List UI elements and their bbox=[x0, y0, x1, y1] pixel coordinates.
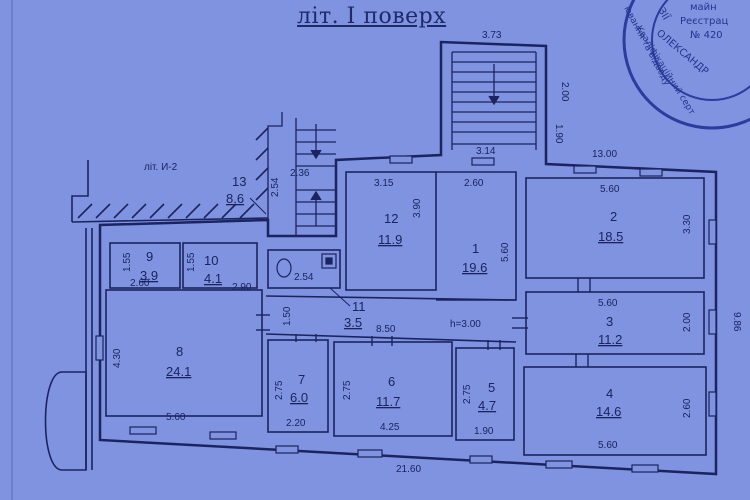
stamp-line-4: ЗІЇ bbox=[655, 5, 672, 22]
dim-stair-top: 3.73 bbox=[482, 30, 502, 41]
dim-room1-top: 2.60 bbox=[464, 178, 484, 189]
dim-room1-height: 5.60 bbox=[500, 242, 511, 262]
wc-fixtures bbox=[276, 253, 337, 278]
dim-stair-low: 1.90 bbox=[553, 124, 564, 144]
room-12-number: 12 bbox=[384, 211, 398, 226]
dim-ceiling-height: h=3.00 bbox=[450, 319, 481, 330]
room-3-area: 11.2 bbox=[598, 332, 622, 347]
dim-room2-height: 3.30 bbox=[682, 214, 693, 234]
dim-top-right: 13.00 bbox=[592, 149, 617, 160]
dim-hall-height: 1.50 bbox=[282, 306, 293, 326]
dim-room8-height: 4.30 bbox=[112, 348, 123, 368]
room-12-area: 11.9 bbox=[378, 232, 402, 247]
room-6-number: 6 bbox=[388, 374, 395, 389]
dim-left-stair-width: 2.36 bbox=[290, 168, 310, 179]
certification-stamp: майн Реєстрац № 420 ЗІЇ ОЛЕКСАНДР Кваліф… bbox=[621, 0, 750, 130]
dim-room4-height: 2.60 bbox=[682, 398, 693, 418]
page-title: літ. І поверх bbox=[297, 4, 447, 29]
dim-right-total: 9.86 bbox=[731, 312, 742, 332]
room-7-area: 6.0 bbox=[290, 390, 308, 405]
dim-room4-bottom: 5.60 bbox=[598, 440, 618, 451]
windows bbox=[95, 155, 717, 473]
dim-room9-width: 2.60 bbox=[130, 278, 150, 289]
stamp-line-1: майн bbox=[690, 2, 717, 13]
room-2-number: 2 bbox=[610, 209, 617, 224]
dim-left-stair-height: 2.54 bbox=[270, 177, 281, 197]
dim-room6-height: 2.75 bbox=[342, 380, 353, 400]
stair-number: 13 bbox=[232, 174, 246, 189]
dim-corridor-width: 3.14 bbox=[476, 146, 496, 157]
stamp-line-3: № 420 bbox=[690, 30, 723, 41]
dim-room12-top: 3.15 bbox=[374, 178, 394, 189]
dim-room6-width: 4.25 bbox=[380, 422, 400, 433]
room-6-area: 11.7 bbox=[376, 394, 400, 409]
dim-total-width: 21.60 bbox=[396, 464, 421, 475]
room-9-number: 9 bbox=[146, 249, 153, 264]
room-10-number: 10 bbox=[204, 253, 218, 268]
wing-label: літ. И-2 bbox=[144, 162, 178, 173]
room-8-area: 24.1 bbox=[166, 364, 191, 379]
room-11-leader bbox=[329, 287, 351, 307]
room-11-area: 3.5 bbox=[344, 315, 362, 330]
dim-room9-height: 1.55 bbox=[122, 252, 133, 272]
dim-room10-height: 1.55 bbox=[186, 252, 197, 272]
dim-room8-width: 5.60 bbox=[166, 412, 186, 423]
room-10-area: 4.1 bbox=[204, 271, 222, 286]
room-1-number: 1 bbox=[472, 241, 479, 256]
dim-room3-top: 5.60 bbox=[598, 298, 618, 309]
dim-wc-width: 2.54 bbox=[294, 272, 314, 283]
dim-stair-right: 2.00 bbox=[559, 82, 570, 102]
dim-room10-width: 2.90 bbox=[232, 282, 252, 293]
entrance-porch bbox=[44, 228, 93, 471]
dim-hall-length: 8.50 bbox=[376, 324, 396, 335]
room-2-area: 18.5 bbox=[598, 229, 623, 244]
stair-leader bbox=[249, 197, 267, 215]
room-4-area: 14.6 bbox=[596, 404, 621, 419]
room-11-number: 11 bbox=[352, 299, 366, 314]
dim-room3-height: 2.00 bbox=[682, 312, 693, 332]
dim-room7-width: 2.20 bbox=[286, 418, 306, 429]
room-7-number: 7 bbox=[298, 372, 305, 387]
room-5-area: 4.7 bbox=[478, 398, 496, 413]
interior-walls bbox=[105, 171, 707, 456]
main-staircase bbox=[451, 51, 537, 150]
left-staircase bbox=[267, 112, 337, 237]
room-4-number: 4 bbox=[606, 386, 613, 401]
room-1-area: 19.6 bbox=[462, 260, 487, 275]
doors bbox=[256, 278, 591, 367]
room-8-number: 8 bbox=[176, 344, 183, 359]
room-9-area: 3.9 bbox=[140, 268, 158, 283]
dim-room5-height: 2.75 bbox=[462, 384, 473, 404]
dim-room12-height: 3.90 bbox=[412, 198, 423, 218]
dim-room5-width: 1.90 bbox=[474, 426, 494, 437]
dim-room2-top: 5.60 bbox=[600, 184, 620, 195]
stamp-line-2: Реєстрац bbox=[680, 16, 728, 27]
stamp-inner-ring bbox=[651, 0, 750, 101]
room-5-number: 5 bbox=[488, 380, 495, 395]
room-3-number: 3 bbox=[606, 314, 613, 329]
left-wing-hatch bbox=[71, 127, 269, 223]
stair-area: 8.6 bbox=[226, 191, 244, 206]
dim-room7-height: 2.75 bbox=[274, 380, 285, 400]
stamp-outer-ring bbox=[622, 0, 750, 130]
